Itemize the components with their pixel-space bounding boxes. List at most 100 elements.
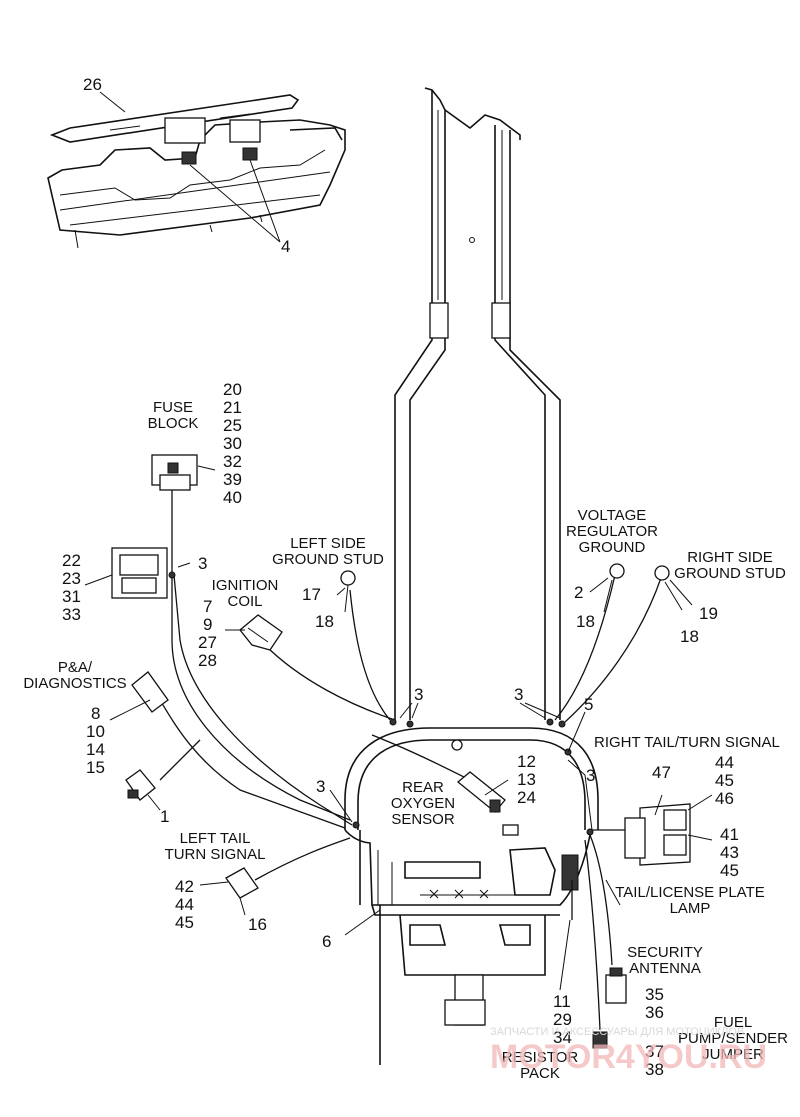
callout-19: 19 xyxy=(699,604,718,623)
right-ground-label-2: GROUND STUD xyxy=(674,565,786,582)
callout-17: 17 xyxy=(302,585,321,604)
watermark-brand: MOTOR4YOU.RU xyxy=(490,1038,767,1076)
rt-num-b1: 41 xyxy=(720,825,739,844)
callout-18-mid: 18 xyxy=(576,612,595,631)
callout-1: 1 xyxy=(160,807,169,826)
resistor-num-3: 34 xyxy=(553,1028,572,1047)
rear-o2-label-3: SENSOR xyxy=(391,811,455,828)
fuse-num-4: 30 xyxy=(223,434,242,453)
fuel-num-2: 38 xyxy=(645,1060,664,1079)
resistor-label-1: RESISTOR xyxy=(502,1049,579,1066)
left-tail-label-1: LEFT TAIL xyxy=(180,830,251,847)
callout-18-right: 18 xyxy=(680,627,699,646)
left-tail-label-2: TURN SIGNAL xyxy=(165,846,266,863)
voltage-reg-label-3: GROUND xyxy=(579,539,646,556)
right-ground-label-1: RIGHT SIDE xyxy=(687,549,773,566)
callout-3-relay: 3 xyxy=(198,554,207,573)
pa-num-4: 15 xyxy=(86,758,105,777)
right-tail-lamp-assembly xyxy=(624,803,691,866)
o2-num-3: 24 xyxy=(517,788,536,807)
coil-num-2: 9 xyxy=(203,615,212,634)
callout-16: 16 xyxy=(248,915,267,934)
tail-license-label-2: LAMP xyxy=(670,900,711,917)
security-label-2: ANTENNA xyxy=(629,960,701,977)
fuel-pump-label-2: PUMP/SENDER xyxy=(678,1030,788,1047)
fuel-pump-label-3: JUMPER xyxy=(702,1046,764,1063)
fuse-num-1: 20 xyxy=(223,380,242,399)
fuse-num-6: 39 xyxy=(223,470,242,489)
fuse-num-7: 40 xyxy=(223,488,242,507)
voltage-reg-label-2: REGULATOR xyxy=(566,523,658,540)
callout-3-fender-right: 3 xyxy=(586,766,595,785)
resistor-pack-component xyxy=(592,1031,608,1049)
fuse-num-2: 21 xyxy=(223,398,242,417)
security-num-1: 35 xyxy=(645,985,664,1004)
relay-component xyxy=(111,547,168,599)
rt-num-a1: 44 xyxy=(715,753,734,772)
fuse-block-label-1: FUSE xyxy=(153,399,193,416)
relay-num-4: 33 xyxy=(62,605,81,624)
lt-num-2: 44 xyxy=(175,895,194,914)
rear-o2-label-1: REAR xyxy=(402,779,444,796)
ground-eyelets xyxy=(340,563,670,586)
ignition-coil-label-1: IGNITION xyxy=(212,577,279,594)
rear-o2-label-2: OXYGEN xyxy=(391,795,455,812)
resistor-num-1: 11 xyxy=(553,992,571,1011)
fuse-block-component xyxy=(151,454,198,491)
relay-num-2: 23 xyxy=(62,569,81,588)
rt-num-b2: 43 xyxy=(720,843,739,862)
left-ground-label-2: GROUND STUD xyxy=(272,551,384,568)
callout-47: 47 xyxy=(652,763,671,782)
fuse-tray xyxy=(47,94,346,249)
diagram-labels: 26 4 FUSE BLOCK 20 21 25 30 32 39 40 22 … xyxy=(23,75,788,1082)
fuse-num-3: 25 xyxy=(223,416,242,435)
pa-diag-label-1: P&A/ xyxy=(58,659,93,676)
security-num-2: 36 xyxy=(645,1003,664,1022)
callout-4: 4 xyxy=(281,237,290,256)
security-label-1: SECURITY xyxy=(627,944,703,961)
pa-num-1: 8 xyxy=(91,704,100,723)
coil-num-1: 7 xyxy=(203,597,212,616)
fuel-pump-label-1: FUEL xyxy=(714,1014,752,1031)
frame-backbone xyxy=(394,87,561,720)
pa-num-2: 10 xyxy=(86,722,105,741)
coil-num-4: 28 xyxy=(198,651,217,670)
rt-num-b3: 45 xyxy=(720,861,739,880)
pa-diag-label-2: DIAGNOSTICS xyxy=(23,675,126,692)
relay-num-1: 22 xyxy=(62,551,81,570)
security-antenna-component xyxy=(605,967,627,1004)
rt-num-a3: 46 xyxy=(715,789,734,808)
leader-lines xyxy=(84,91,713,991)
ignition-coil-connector xyxy=(239,614,283,651)
callout-18-left: 18 xyxy=(315,612,334,631)
watermark: ЗАПЧАСТИ И АКСЕССУАРЫ ДЛЯ МОТОЦИКЛОВ MOT… xyxy=(490,1026,767,1076)
o2-num-2: 13 xyxy=(517,770,536,789)
callout-26: 26 xyxy=(83,75,102,94)
relay-num-3: 31 xyxy=(62,587,81,606)
callout-6: 6 xyxy=(322,932,331,951)
pa-diagnostics-connector xyxy=(125,671,169,801)
coil-num-3: 27 xyxy=(198,633,217,652)
callout-3-right-top: 3 xyxy=(514,685,523,704)
callout-5: 5 xyxy=(584,695,593,714)
fuse-block-label-2: BLOCK xyxy=(148,415,199,432)
left-ground-label-1: LEFT SIDE xyxy=(290,535,366,552)
rt-num-a2: 45 xyxy=(715,771,734,790)
callout-3-left-top: 3 xyxy=(414,685,423,704)
rear-fender xyxy=(344,727,599,1065)
callout-3-fender-left: 3 xyxy=(316,777,325,796)
rear-oxygen-sensor xyxy=(456,771,506,813)
resistor-label-2: PACK xyxy=(520,1065,560,1082)
pa-num-3: 14 xyxy=(86,740,105,759)
resistor-num-2: 29 xyxy=(553,1010,572,1029)
ignition-coil-label-2: COIL xyxy=(227,593,262,610)
fuse-num-5: 32 xyxy=(223,452,242,471)
o2-num-1: 12 xyxy=(517,752,536,771)
tail-license-label-1: TAIL/LICENSE PLATE xyxy=(615,884,765,901)
callout-2: 2 xyxy=(574,583,583,602)
right-tail-label: RIGHT TAIL/TURN SIGNAL xyxy=(594,734,780,751)
wiring-harness xyxy=(159,490,663,1031)
watermark-line: ЗАПЧАСТИ И АКСЕССУАРЫ ДЛЯ МОТОЦИКЛОВ xyxy=(490,1026,744,1038)
